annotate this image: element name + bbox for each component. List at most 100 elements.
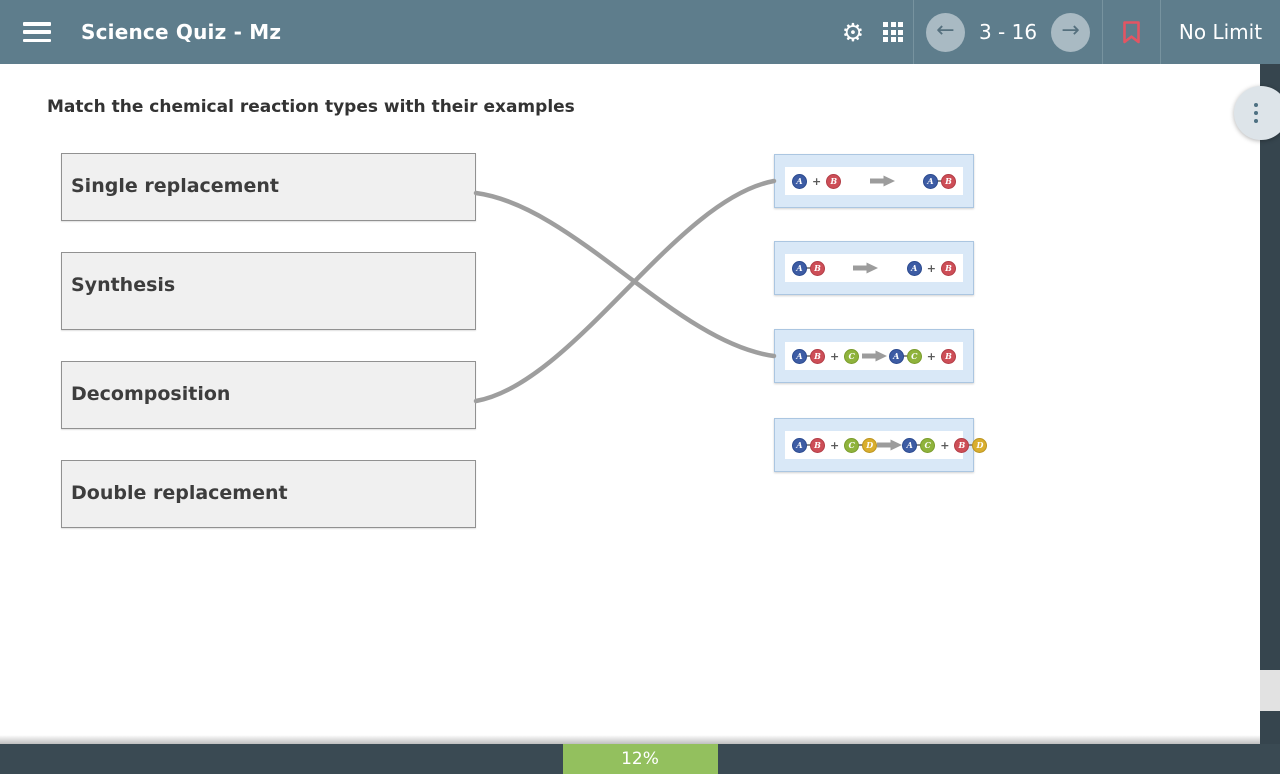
plus-sign: +	[926, 261, 936, 275]
atom-B: B	[941, 173, 956, 189]
topbar-actions: ⚙ ← 3 - 16 → No Limit	[833, 0, 1280, 64]
question-area: Match the chemical reaction types with t…	[0, 64, 1260, 744]
kebab-menu-icon	[1253, 102, 1259, 124]
arrow-left-icon: ←	[936, 18, 955, 43]
bond-icon	[806, 444, 811, 446]
molecule: A	[792, 173, 807, 189]
plus-sign: +	[926, 349, 936, 363]
content-bottom-shadow	[0, 735, 1280, 744]
atom-A: A	[792, 173, 807, 189]
question-pager: ← 3 - 16 →	[914, 0, 1102, 64]
top-app-bar: Science Quiz - Mz ⚙ ← 3 - 16 → No L	[0, 0, 1280, 64]
scrollbar-thumb[interactable]	[1260, 670, 1280, 711]
atom-B: B	[826, 173, 842, 189]
atom-B: B	[810, 437, 825, 453]
connector-line	[473, 178, 777, 404]
question-counter: 3 - 16	[978, 20, 1038, 44]
bond-icon	[858, 444, 864, 446]
atom-B: B	[941, 348, 956, 364]
atom-A: A	[902, 437, 918, 453]
atom-C: C	[920, 437, 936, 453]
atom-A: A	[792, 260, 807, 276]
atom-B: B	[941, 260, 956, 276]
atom-A: A	[792, 348, 807, 364]
scrollbar-track	[1260, 64, 1280, 744]
reaction-arrow-icon	[853, 262, 879, 274]
equation-side: A + B	[906, 260, 956, 276]
bond-icon	[806, 355, 811, 357]
equation-side: A+B	[792, 173, 842, 189]
atom-B: B	[810, 260, 825, 276]
plus-sign: +	[940, 438, 950, 452]
match-term-decomposition[interactable]: Decomposition	[61, 361, 476, 429]
arrow-right-icon: →	[1061, 18, 1080, 43]
question-prompt: Match the chemical reaction types with t…	[47, 97, 575, 117]
time-limit-label: No Limit	[1178, 20, 1263, 44]
atom-D: D	[972, 437, 988, 453]
bookmark-icon	[1123, 20, 1140, 43]
molecule: B	[826, 173, 842, 189]
hamburger-menu-icon[interactable]	[23, 22, 51, 42]
atom-C: C	[844, 348, 860, 364]
gear-icon: ⚙	[841, 17, 865, 47]
grid-view-button[interactable]	[873, 0, 913, 64]
bond-icon	[916, 444, 922, 446]
bottom-status-bar: 12%	[0, 744, 1280, 774]
next-question-button[interactable]: →	[1051, 12, 1090, 52]
reaction-arrow-icon	[861, 350, 887, 362]
plus-sign: +	[830, 438, 840, 452]
atom-A: A	[792, 437, 807, 453]
atom-A: A	[923, 173, 938, 189]
question-options-button[interactable]	[1234, 86, 1280, 140]
app-title: Science Quiz - Mz	[81, 20, 282, 44]
atom-C: C	[844, 437, 860, 453]
atom-C: C	[906, 348, 922, 364]
previous-question-button[interactable]: ←	[926, 12, 965, 52]
atom-D: D	[862, 437, 878, 453]
toolbar-divider	[1102, 0, 1103, 64]
plus-sign: +	[830, 349, 840, 363]
toolbar-divider	[913, 0, 914, 64]
atom-A: A	[888, 348, 904, 364]
molecule: A	[906, 260, 922, 276]
bond-icon	[902, 355, 908, 357]
bond-icon	[806, 267, 811, 269]
atom-B: B	[954, 437, 970, 453]
molecule: B	[941, 260, 956, 276]
reaction-arrow-icon	[869, 175, 895, 187]
match-term-single-replacement[interactable]: Single replacement	[61, 153, 476, 221]
toolbar-divider	[1160, 0, 1161, 64]
reaction-arrow-icon	[877, 439, 903, 451]
atom-B: B	[810, 348, 825, 364]
settings-button[interactable]: ⚙	[833, 0, 873, 64]
bookmark-button[interactable]	[1103, 0, 1160, 64]
bond-icon	[968, 444, 974, 446]
match-term-synthesis[interactable]: Synthesis	[61, 252, 476, 330]
molecule: B	[941, 348, 956, 364]
grid-icon	[883, 22, 903, 42]
progress-percentage: 12%	[562, 744, 718, 774]
bond-icon	[937, 180, 942, 182]
atom-A: A	[906, 260, 922, 276]
match-term-double-replacement[interactable]: Double replacement	[61, 460, 476, 528]
